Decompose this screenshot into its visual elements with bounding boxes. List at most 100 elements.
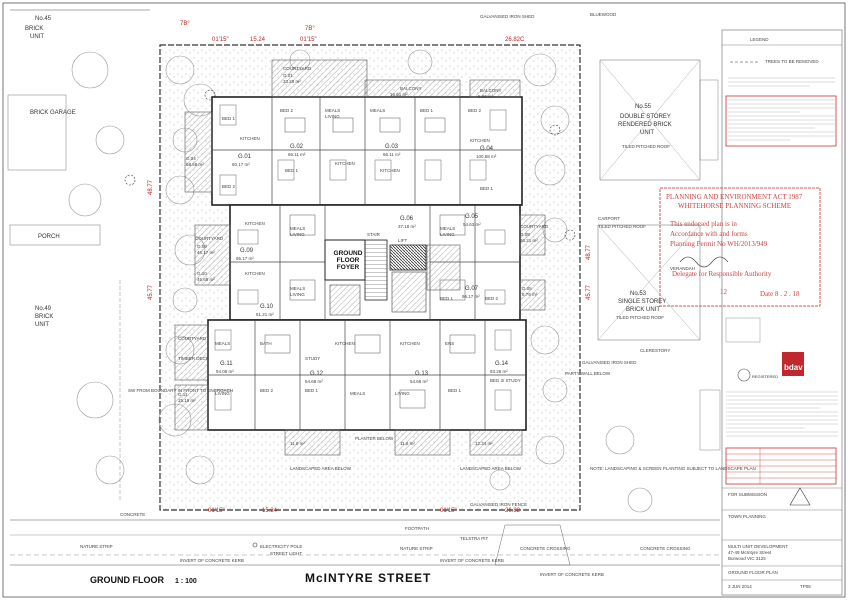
- street-footpath: FOOTPATH: [405, 526, 429, 531]
- unit-g02-area: 66.11 m²: [288, 152, 306, 157]
- unit-labels: G.01 60.17 m² G.02 66.11 m² G.03 66.11 m…: [216, 144, 509, 384]
- stamp-l3: This endorsed plan is in: [670, 220, 737, 228]
- brick-garage: BRICK GARAGE: [30, 110, 76, 116]
- room-living-f: LIVING: [290, 292, 305, 297]
- tb-suburb: Burwood VIC 3125: [728, 556, 766, 561]
- porch: PORCH: [38, 234, 60, 240]
- foyer-label: GROUND FLOOR FOYER: [330, 248, 364, 278]
- stamp-l5: Planning Permit No WH/2013/949: [670, 240, 768, 248]
- neighbour-left: No.45 BRICK UNIT BRICK GARAGE PORCH No.4…: [7, 9, 150, 500]
- room-bed1-d: BED 1: [480, 186, 494, 191]
- bal-g13-area: 11.8 m²: [400, 441, 415, 446]
- stair-core: [364, 239, 388, 301]
- street-nature-strip-2: NATURE STRIP: [400, 546, 433, 551]
- bnd-top-left: 7B°: [180, 21, 190, 27]
- room-lift: LIFT: [398, 238, 408, 243]
- legend-trees: TREES TO BE REMOVED: [765, 59, 819, 64]
- foyer-title: GROUND FLOOR FOYER: [333, 250, 363, 271]
- unit-g03-area: 66.11 m²: [383, 152, 401, 157]
- unit-g09-id: G.09: [240, 248, 254, 254]
- galv-shed: GALVANISED IRON SHED: [582, 360, 637, 365]
- registered-seal-icon: [737, 368, 751, 382]
- stamp-l1: PLANNING AND ENVIRONMENT ACT 1987: [666, 193, 803, 201]
- room-meals-f: MEALS: [290, 286, 305, 291]
- street-kerb-2: INVERT OF CONCRETE KERB: [440, 558, 504, 563]
- n45-no: No.45: [35, 16, 52, 22]
- bal-g05-area: 8.79 m²: [522, 292, 538, 297]
- unit-g03-id: G.03: [385, 144, 399, 150]
- stamp-l6: Delegate for Responsible Authority: [672, 270, 772, 278]
- crossing-outline: [494, 524, 571, 566]
- tb-address: 47-49 McIntyre Street: [728, 550, 772, 555]
- n49-type2: UNIT: [35, 322, 49, 328]
- cy-g04-area: 58.58 m²: [186, 162, 204, 167]
- room-stair: STAIR: [367, 232, 381, 237]
- cy-g11-id: G.11: [178, 392, 188, 397]
- clerestory: CLERESTORY: [640, 348, 670, 353]
- bal-g07-area: 12.34 m²: [475, 441, 493, 446]
- bnd-bottom-d: 26.82: [505, 508, 521, 514]
- street-name: McINTYRE STREET: [305, 571, 431, 585]
- unit-g07-id: G.07: [465, 286, 479, 292]
- north-arrow-icon: [789, 487, 811, 506]
- room-living-b: LIVING: [325, 114, 340, 119]
- bal-g05-id: G.05: [522, 286, 532, 291]
- red-note-box: [725, 95, 837, 147]
- unit-g07-area: 96.17 m²: [462, 294, 480, 299]
- room-kitchen-f: KITCHEN: [245, 271, 265, 276]
- room-courtyard-top: COURTYARD: [283, 66, 312, 71]
- unit-g04-id: G.04: [480, 146, 494, 152]
- room-kitchen-j: KITCHEN: [335, 341, 355, 346]
- bal-g02-area: 16.61 m²: [390, 92, 408, 97]
- n55-l2: RENDERED BRICK: [618, 122, 672, 128]
- room-bed2-h: BED 2: [485, 296, 499, 301]
- room-kitchen-b: KITCHEN: [335, 161, 355, 166]
- unit-g12-id: G.12: [310, 371, 324, 377]
- street-concrete-crossing-1: CONCRETE CROSSING: [520, 546, 571, 551]
- cy-g01-area: 33.28 m²: [283, 79, 301, 84]
- cy-g09-id: G.09: [197, 244, 207, 249]
- bnd-top-d: 26.82C: [505, 37, 525, 43]
- room-balcony-top: BALCONY: [400, 86, 422, 91]
- cy-g10-area: 45.68 m²: [197, 277, 215, 282]
- stamp-l2: WHITEHORSE PLANNING SCHEME: [678, 202, 791, 210]
- site-notes: SW FROM BOUNDARY IN FRONT TO ENCROACH PA…: [128, 371, 756, 471]
- room-timber-deck: TIMBER DECK: [178, 356, 209, 361]
- galv-shed-top: GALVANISED IRON SHED: [480, 14, 535, 19]
- n53-roof: TILED PITCHED ROOF: [616, 315, 664, 320]
- carport-roof: TILED PITCHED ROOF: [598, 224, 646, 229]
- room-meals-b: MEALS: [325, 108, 340, 113]
- unit-g05-area: 54.63 m²: [463, 222, 481, 227]
- room-kitchen-d: KITCHEN: [470, 138, 490, 143]
- bnd-bottom-b: 15.24: [262, 508, 278, 514]
- title-block: LEGEND TREES TO BE REMOVED bdav REGISTER…: [721, 29, 843, 596]
- n45-type2: UNIT: [30, 34, 44, 40]
- room-bath-i: BATH: [260, 341, 272, 346]
- n55-l1: DOUBLE STOREY: [620, 114, 671, 120]
- note-electricity: ELECTRICITY POLE: [260, 544, 302, 549]
- street-concrete-crossing-2: CONCRETE CROSSING: [640, 546, 691, 551]
- tb-rev: TP05: [800, 584, 811, 589]
- street-concrete-1: CONCRETE: [120, 512, 145, 517]
- building-footprint: [207, 96, 527, 431]
- room-courtyard-right: COURTYARD: [520, 224, 549, 229]
- room-meals-g: MEALS: [440, 226, 455, 231]
- room-kitchen-a: KITCHEN: [240, 136, 260, 141]
- n55-no: No.55: [635, 104, 652, 110]
- room-bed1-a: BED 1: [222, 116, 236, 121]
- stamp-sheet: 12: [720, 288, 728, 296]
- tb-date: 3 JUN 2014: [728, 584, 752, 589]
- sheet-scale: 1 : 100: [175, 578, 197, 585]
- room-meals-i: MEALS: [215, 341, 230, 346]
- bnd-right-b: 45.77: [586, 284, 592, 300]
- carport: CARPORT: [598, 216, 620, 221]
- n55-l3: UNIT: [640, 130, 654, 136]
- room-bed3-study: BED 3/ STUDY: [490, 378, 521, 383]
- note-party-wall: PARTY WALL BELOW: [565, 371, 611, 376]
- street-kerb-1: INVERT OF CONCRETE KERB: [180, 558, 244, 563]
- street-nature-strip-1: NATURE STRIP: [80, 544, 113, 549]
- room-bed2-b: BED 2: [280, 108, 294, 113]
- room-bed1-n: BED 1: [448, 388, 462, 393]
- n53-l1: SINGLE STOREY: [618, 299, 666, 305]
